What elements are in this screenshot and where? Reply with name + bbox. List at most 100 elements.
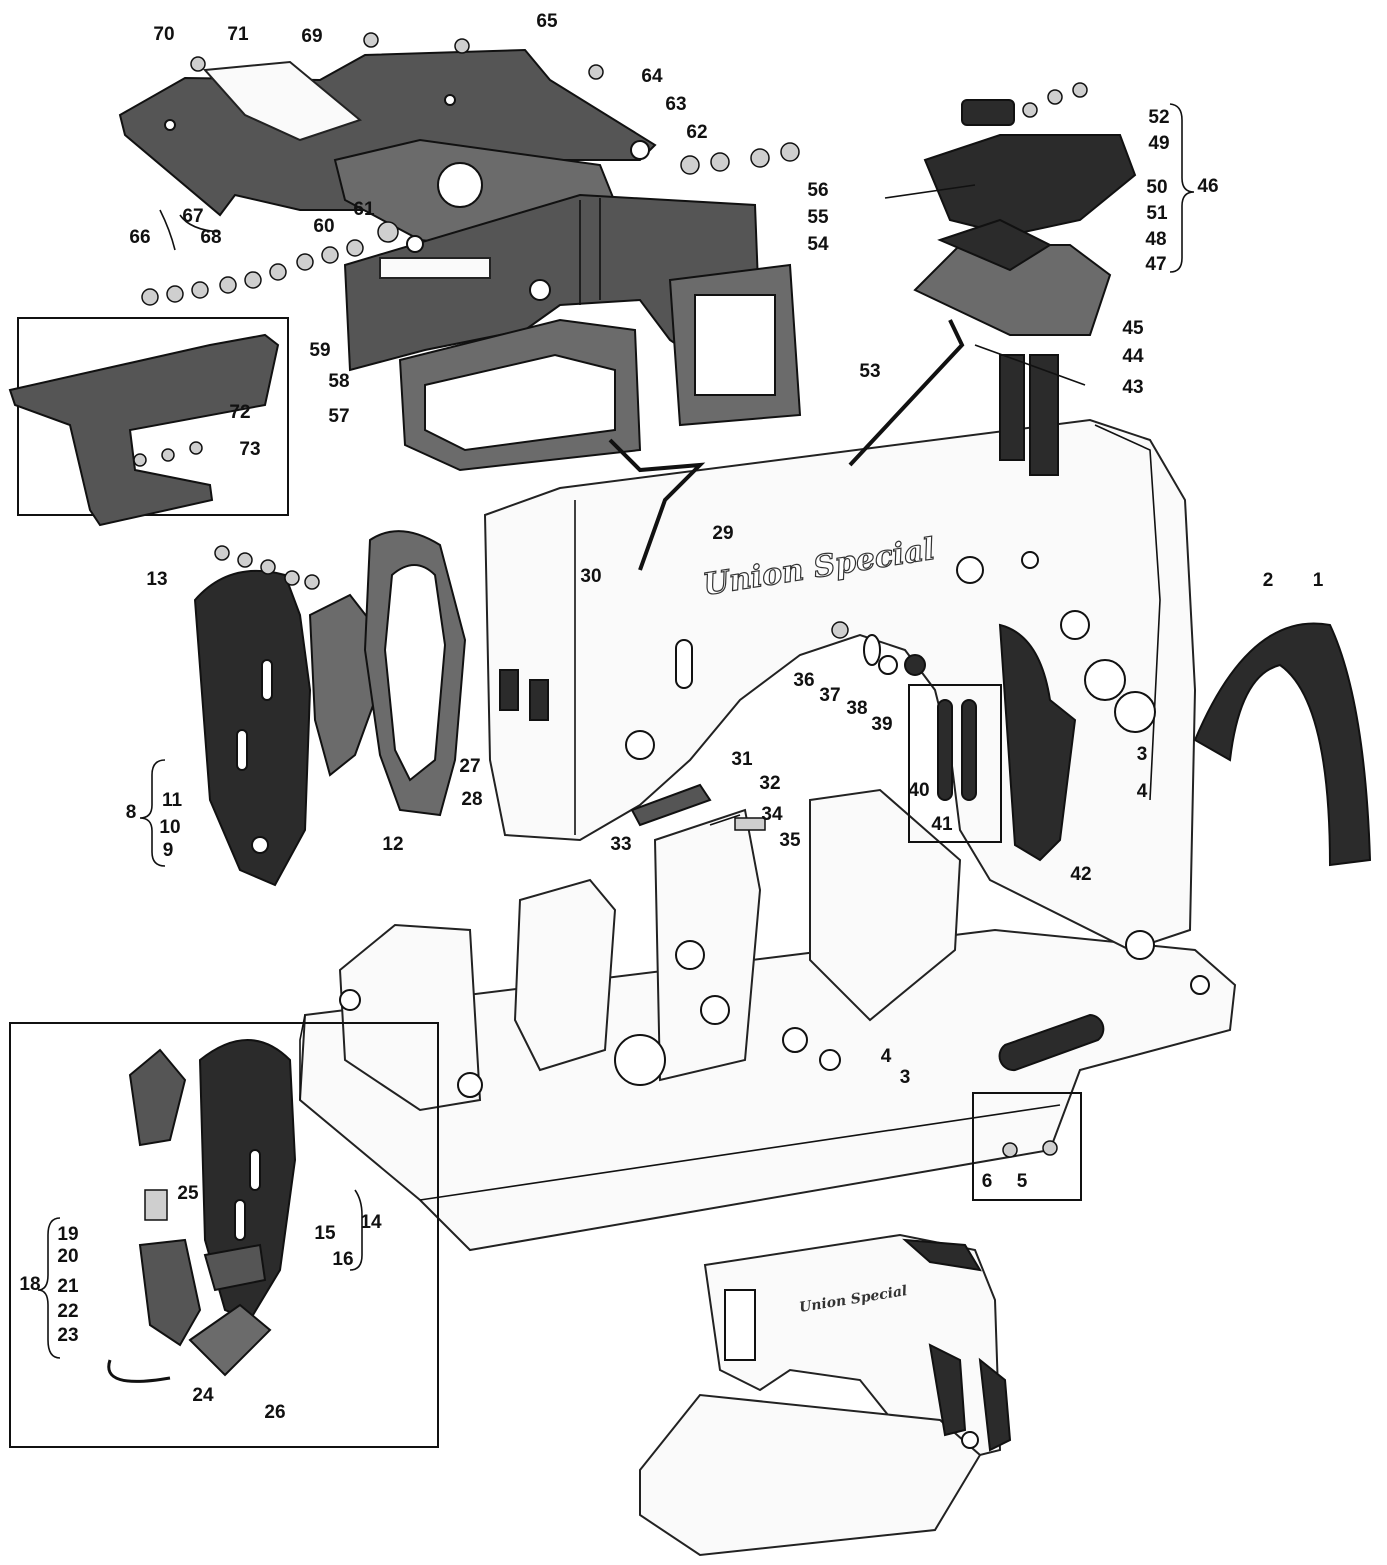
callout-70: 70 [153,24,174,45]
callout-15: 15 [314,1223,336,1244]
callout-28: 28 [461,789,482,810]
face-plate-8 [193,569,312,887]
bushing-61 [377,221,399,243]
callout-72: 72 [229,402,250,423]
callout-8: 8 [126,802,137,823]
callout-24: 24 [192,1385,214,1406]
callout-64: 64 [641,66,663,87]
callout-4: 4 [1137,781,1148,802]
callout-3: 3 [1137,744,1148,765]
callout-43: 43 [1122,377,1143,398]
callout-11: 11 [162,790,183,811]
callout-14: 14 [360,1212,382,1233]
callout-58: 58 [328,371,349,392]
callout-2: 2 [1263,570,1274,591]
inset-box-40-41 [908,684,1002,843]
callout-22: 22 [57,1301,78,1322]
callout-34: 34 [761,804,783,825]
callout-48: 48 [1145,229,1166,250]
callout-59: 59 [309,340,330,361]
inset-box-5-6 [972,1092,1082,1201]
callout-33: 33 [610,834,631,855]
callout-57: 57 [328,406,349,427]
parts-27-28 [499,669,549,721]
callout-6: 6 [982,1171,993,1192]
callout-69: 69 [301,26,322,47]
gasket-12 [363,530,467,817]
callout-32: 32 [759,773,780,794]
callout-61: 61 [353,199,375,220]
callout-71: 71 [227,24,249,45]
callout-37: 37 [819,685,840,706]
callout-55: 55 [807,207,829,228]
callout-40: 40 [908,780,929,801]
washer-60 [406,235,424,253]
callout-36: 36 [793,670,814,691]
callout-54: 54 [807,234,829,255]
callout-31: 31 [731,749,753,770]
callout-16: 16 [332,1249,353,1270]
callout-9: 9 [163,840,174,861]
callout-41: 41 [931,814,953,835]
callout-66: 66 [129,227,150,248]
bracket-marks [37,103,1195,1359]
wire-29 [608,438,706,571]
gasket-57 [398,318,642,472]
screw-row-56 [680,142,800,175]
callout-68: 68 [200,227,221,248]
callout-52: 52 [1148,107,1169,128]
callout-44: 44 [1122,346,1144,367]
callout-38: 38 [846,698,867,719]
callout-56: 56 [807,180,828,201]
callout-67: 67 [182,206,203,227]
callout-26: 26 [264,1402,285,1423]
cover-42 [998,623,1077,862]
assembled-machine-thumbnail: Union Special [639,1233,1012,1557]
callout-49: 49 [1148,133,1169,154]
callout-63: 63 [665,94,686,115]
callout-73: 73 [239,439,260,460]
callout-42: 42 [1070,864,1091,885]
callout-50: 50 [1146,177,1167,198]
gasket-54 [668,263,802,427]
callout-62: 62 [686,122,707,143]
callout-29: 29 [712,523,733,544]
screw-64 [588,64,604,80]
callout-19: 19 [57,1224,78,1245]
rear-cover-plate-55 [343,193,762,372]
callout-47: 47 [1145,254,1166,275]
parts-31-35 [630,783,766,831]
screw-row-59 [141,239,364,306]
parts-36-39 [831,621,926,676]
screw-65 [454,38,470,54]
callout-12: 12 [382,834,403,855]
callout-labels: 1233445689101112131415161819202122232425… [19,11,1323,1423]
screws-13 [214,545,320,590]
callout-46: 46 [1197,176,1218,197]
callout-1: 1 [1313,570,1324,591]
callout-35: 35 [779,830,801,851]
callout-45: 45 [1122,318,1144,339]
callout-25: 25 [177,1183,199,1204]
callout-53: 53 [859,361,880,382]
callout-3: 3 [900,1067,911,1088]
screw-70 [190,56,206,72]
callout-18: 18 [19,1274,40,1295]
callout-60: 60 [313,216,334,237]
inset-box-plate-72 [8,317,289,527]
callout-13: 13 [146,569,167,590]
screw-69 [363,32,379,48]
callout-20: 20 [57,1246,78,1267]
callout-4: 4 [881,1046,892,1067]
cover-assembly-46 [884,82,1137,336]
callout-5: 5 [1017,1171,1028,1192]
thread-guard-2 [1193,622,1372,867]
thread-guide-43 [974,344,1086,476]
callout-21: 21 [57,1276,79,1297]
callout-23: 23 [57,1325,78,1346]
callout-10: 10 [159,817,180,838]
callout-65: 65 [536,11,558,32]
callout-27: 27 [459,756,480,777]
callout-30: 30 [580,566,601,587]
